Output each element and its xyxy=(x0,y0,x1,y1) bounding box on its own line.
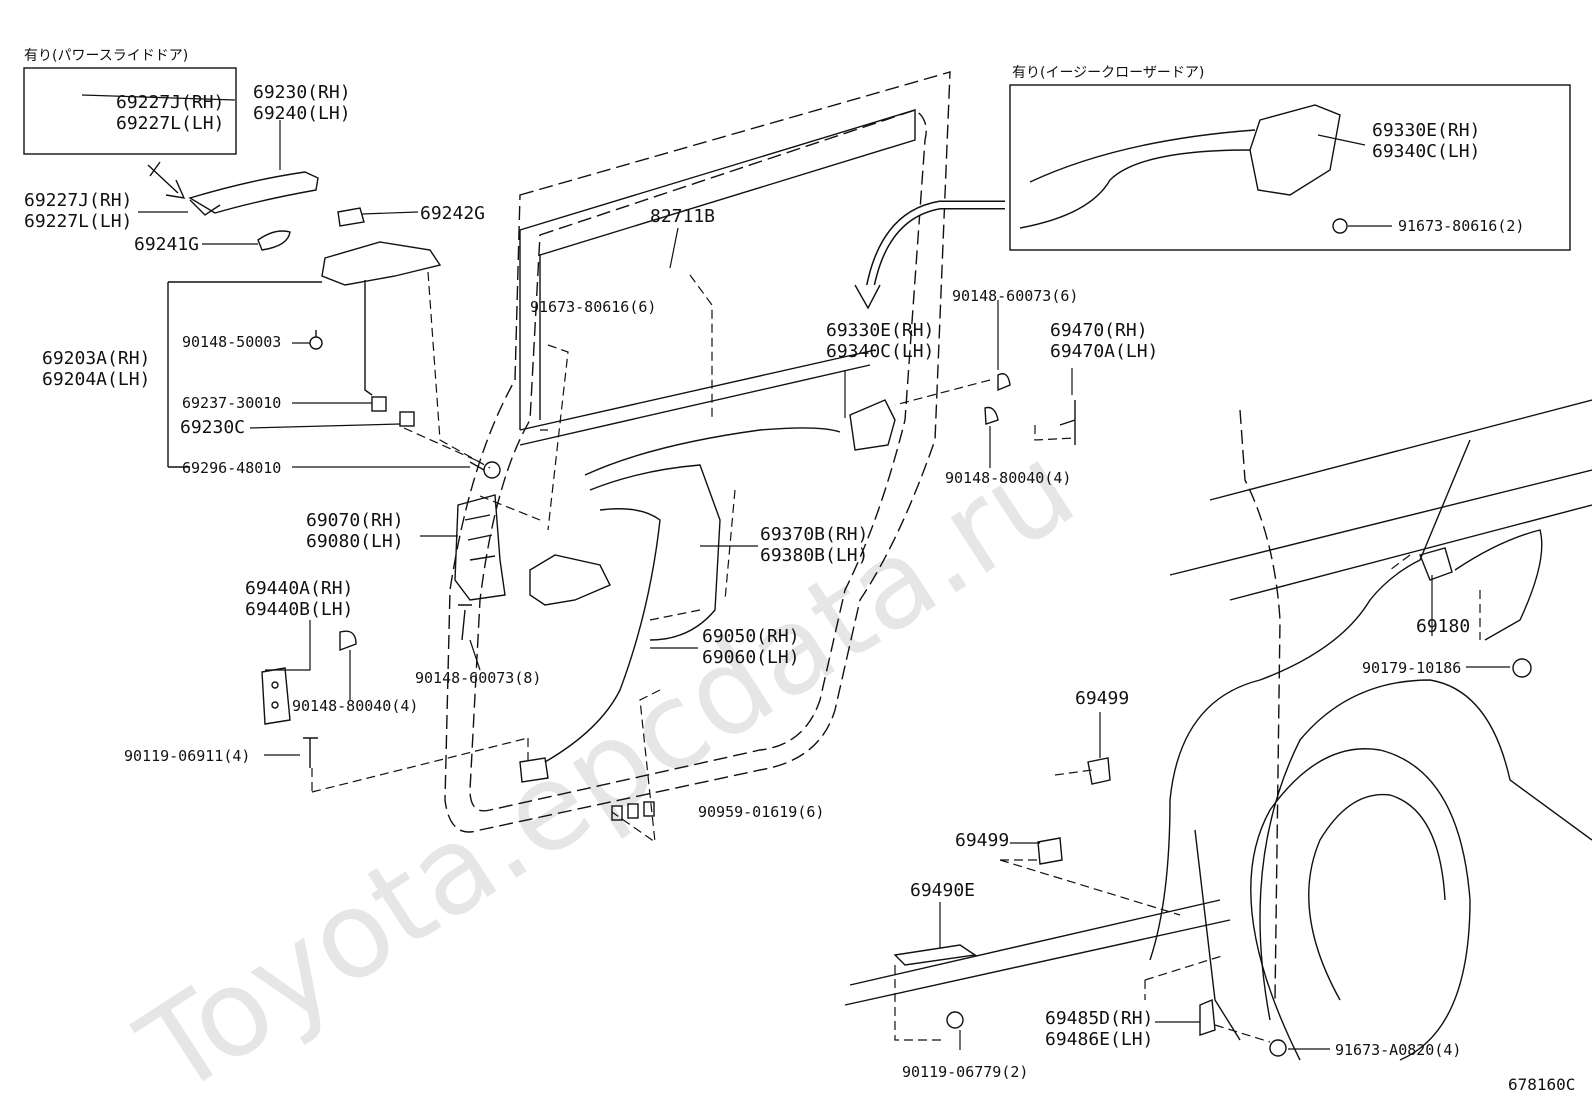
closer-unit xyxy=(1249,104,1341,196)
rocker-1 xyxy=(844,919,1231,1006)
callout-69242g[interactable]: 69242G xyxy=(420,203,486,224)
callout-69470[interactable]: 69470(RH)69470A(LH) xyxy=(1050,320,1159,362)
callout-69330e-box[interactable]: 69330E(RH)69340C(LH) xyxy=(1372,120,1481,162)
callout-69230c[interactable]: 69230C xyxy=(180,417,246,438)
callout-91673-80616-2[interactable]: 91673-80616(2) xyxy=(1398,217,1525,235)
easy-closer-door-box xyxy=(1009,84,1571,251)
callout-69241g[interactable]: 69241G xyxy=(134,234,200,255)
callout-69230[interactable]: 69230(RH)69240(LH) xyxy=(253,82,351,124)
door-outer-outline xyxy=(444,71,951,833)
callout-91673-80616-6[interactable]: 91673-80616(6) xyxy=(530,298,657,316)
callout-82711b[interactable]: 82711B xyxy=(650,206,716,227)
fuel-lid xyxy=(1454,529,1543,641)
belt-line-2 xyxy=(519,364,871,446)
power-arrow xyxy=(147,161,186,199)
handle-frame xyxy=(321,241,442,286)
callout-69440a[interactable]: 69440A(RH)69440B(LH) xyxy=(245,578,354,620)
callout-69050[interactable]: 69050(RH)69060(LH) xyxy=(702,626,800,668)
callout-69330e-main[interactable]: 69330E(RH)69340C(LH) xyxy=(826,320,935,362)
callout-69485d[interactable]: 69485D(RH)69486E(LH) xyxy=(1045,1008,1154,1050)
callout-69499-lower[interactable]: 69499 xyxy=(955,830,1010,851)
callout-90148-80040-4-hinge[interactable]: 90148-80040(4) xyxy=(292,697,419,715)
body-line-low xyxy=(1229,504,1592,601)
callout-90179-10186[interactable]: 90179-10186 xyxy=(1362,659,1462,677)
body-pillar xyxy=(1239,409,1281,1001)
callout-90148-50003[interactable]: 90148-50003 xyxy=(182,333,282,351)
window-frame xyxy=(519,109,916,430)
body-line-roof xyxy=(1209,399,1592,501)
callout-69227j[interactable]: 69227J(RH)69227L(LH) xyxy=(24,190,133,232)
bracket-69203a xyxy=(167,281,322,468)
cable-69370b xyxy=(584,427,841,476)
callout-69203a[interactable]: 69203A(RH)69204A(LH) xyxy=(42,348,151,390)
callout-90119-06779-2[interactable]: 90119-06779(2) xyxy=(902,1063,1029,1081)
option-note-easy-closer-door: 有り(イージークローザードア) xyxy=(1012,65,1205,81)
callout-90959-01619-6[interactable]: 90959-01619(6) xyxy=(698,803,825,821)
body-line-mid xyxy=(1169,469,1592,576)
power-slide-door-box xyxy=(23,67,237,155)
callout-90119-06911-4[interactable]: 90119-06911(4) xyxy=(124,747,251,765)
rear-wheel xyxy=(1250,748,1471,1061)
remote-control xyxy=(529,554,611,606)
callout-69070[interactable]: 69070(RH)69080(LH) xyxy=(306,510,404,552)
callout-69296-48010[interactable]: 69296-48010 xyxy=(182,459,282,477)
door-inner-outline xyxy=(469,109,927,812)
protector-69490e xyxy=(893,944,977,966)
fuel-opener-cable xyxy=(1149,439,1471,961)
callout-90148-80040-4-striker[interactable]: 90148-80040(4) xyxy=(945,469,1072,487)
callout-69370b[interactable]: 69370B(RH)69380B(LH) xyxy=(760,524,869,566)
callout-69237-30010[interactable]: 69237-30010 xyxy=(182,394,282,412)
rocker-2 xyxy=(849,899,1221,986)
outside-handle xyxy=(188,171,319,214)
callout-91673-a0820-4[interactable]: 91673-A0820(4) xyxy=(1335,1041,1462,1059)
option-note-power-slide-door: 有り(パワースライドドア) xyxy=(24,48,189,64)
callout-69227j-box[interactable]: 69227J(RH)69227L(LH) xyxy=(116,92,225,134)
belt-line xyxy=(519,349,876,431)
cable-69050 xyxy=(544,508,661,763)
rear-lock xyxy=(849,399,896,451)
callout-69180[interactable]: 69180 xyxy=(1416,616,1471,637)
inset-arrow xyxy=(863,200,1005,301)
door-lock-motor xyxy=(454,494,506,601)
callout-69499-upper[interactable]: 69499 xyxy=(1075,688,1130,709)
drawing-code: 678160C xyxy=(1508,1075,1576,1094)
callout-90148-60073-8[interactable]: 90148-60073(8) xyxy=(415,669,542,687)
hinge xyxy=(261,667,291,725)
callout-69490e[interactable]: 69490E xyxy=(910,880,976,901)
callout-90148-60073-6[interactable]: 90148-60073(6) xyxy=(952,287,1079,305)
rear-arch xyxy=(1259,679,1592,1021)
